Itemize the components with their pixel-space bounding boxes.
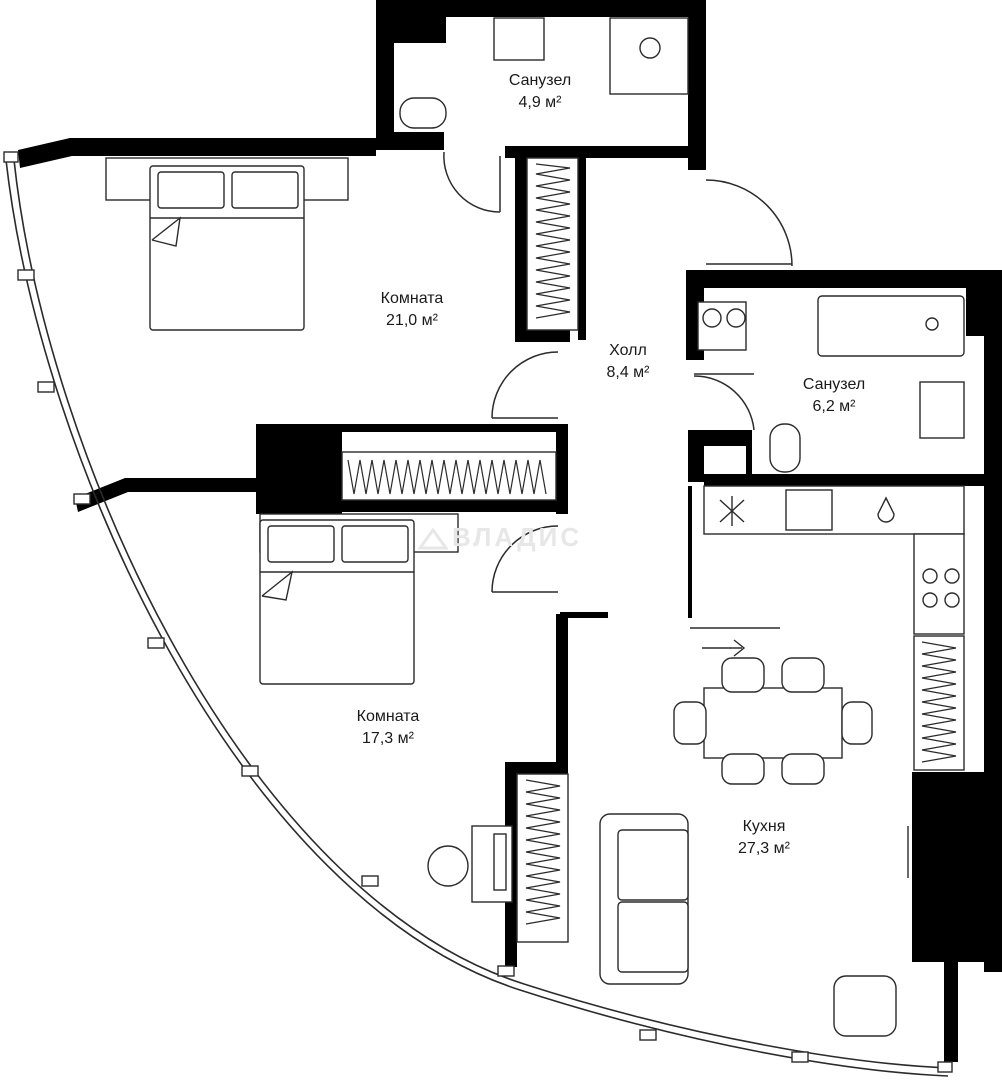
room-label-hall: Холл 8,4 м² <box>548 340 708 384</box>
room-area: 4,9 м² <box>518 94 562 111</box>
watermark-text: ВЛАДИС <box>452 522 583 552</box>
room-label-room-1: Комната 21,0 м² <box>332 288 492 332</box>
room-name: Комната <box>356 708 420 725</box>
room-label-kitchen: Кухня 27,3 м² <box>684 816 844 860</box>
room-name: Холл <box>609 342 647 359</box>
kitchen-details <box>690 496 909 878</box>
facade-mullions <box>3 151 953 1073</box>
room-name: Санузел <box>802 376 866 393</box>
room-label-room-2: Комната 17,3 м² <box>308 706 468 750</box>
room-name: Комната <box>380 290 444 307</box>
room-area: 21,0 м² <box>386 312 438 329</box>
room-area: 27,3 м² <box>738 840 790 857</box>
furniture <box>105 17 965 1037</box>
room-area: 6,2 м² <box>812 398 856 415</box>
room-label-bathroom-1: Санузел 4,9 м² <box>460 70 620 114</box>
doors <box>443 151 793 593</box>
room-label-bathroom-2: Санузел 6,2 м² <box>754 374 914 418</box>
room-area: 8,4 м² <box>606 364 650 381</box>
watermark-logo <box>418 527 448 550</box>
room-area: 17,3 м² <box>362 730 414 747</box>
room-name: Санузел <box>508 72 572 89</box>
room-name: Кухня <box>742 818 786 835</box>
wardrobe-hangers <box>347 163 957 925</box>
